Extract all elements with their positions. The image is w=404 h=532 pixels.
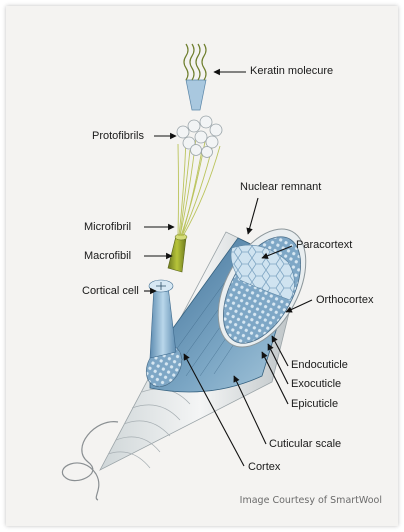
label-cuticular-scale: Cuticular scale	[269, 438, 341, 451]
label-endocuticle: Endocuticle	[291, 359, 348, 372]
label-nuclear-remnant: Nuclear remnant	[240, 181, 321, 194]
label-epicuticle: Epicuticle	[291, 398, 338, 411]
label-cortical-cell: Cortical cell	[82, 285, 139, 298]
label-microfibril: Microfibril	[84, 221, 131, 234]
label-protofibrils: Protofibrils	[92, 130, 144, 143]
label-exocuticle: Exocuticle	[291, 378, 341, 391]
label-keratin-molecule: Keratin molecure	[250, 65, 333, 78]
image-credit: Image Courtesy of SmartWool	[240, 495, 382, 506]
label-macrofibril: Macrofibil	[84, 250, 131, 263]
label-paracortex: Paracortext	[296, 239, 352, 252]
label-cortex: Cortex	[248, 461, 280, 474]
label-orthocortex: Orthocortex	[316, 294, 373, 307]
